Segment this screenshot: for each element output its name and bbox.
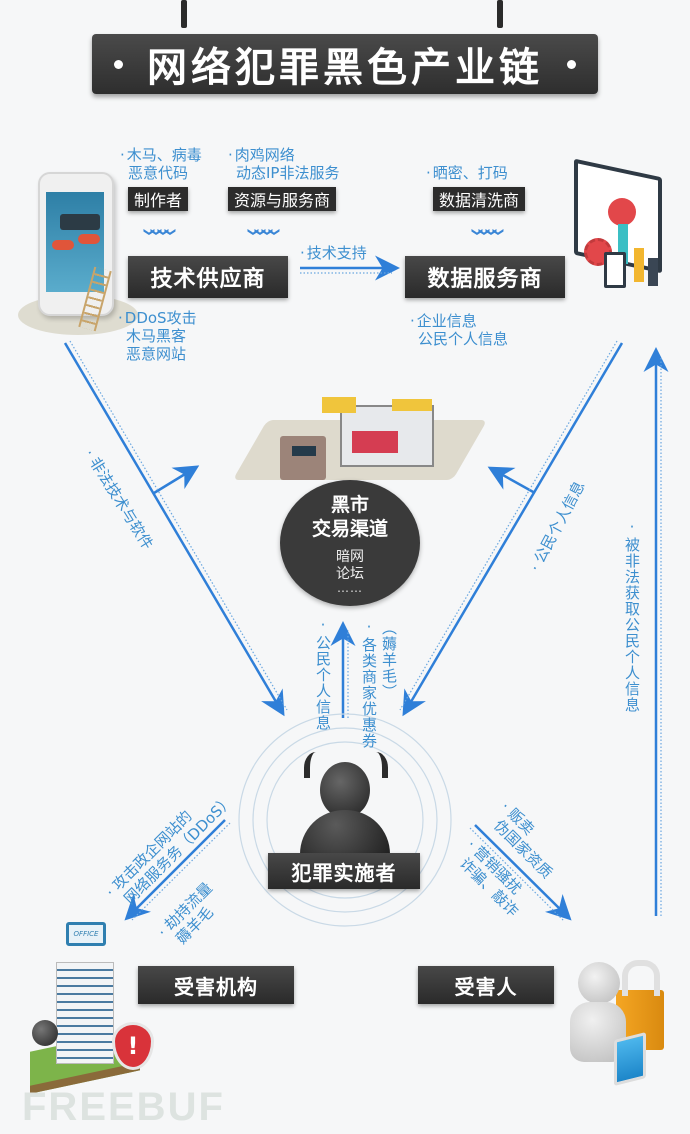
atm-machine-icon xyxy=(280,436,326,480)
cleaner-notes: 晒密、打码 xyxy=(426,164,508,182)
maker-notes: 木马、病毒 恶意代码 xyxy=(120,146,202,182)
tag-victim-person: 受害人 xyxy=(418,966,554,1004)
title-sign: 网络犯罪黑色产业链 xyxy=(92,34,598,94)
tag-data-service: 数据服务商 xyxy=(405,256,565,298)
edge-label-coupons-paren: （薅羊毛） xyxy=(380,620,398,700)
resource-notes: 肉鸡网络 动态IP非法服务 xyxy=(228,146,340,182)
bomb-icon xyxy=(32,1020,58,1046)
sad-person-icon xyxy=(570,962,632,1072)
tag-data-cleaner: 数据清洗商 xyxy=(433,187,526,211)
dashboard-icon xyxy=(574,158,662,288)
chevron-down-icon: ❯❯❯❯ xyxy=(471,227,505,237)
tag-tech-supplier: 技术供应商 xyxy=(128,256,288,298)
edge-label-coupons: ·各类商家优惠券 xyxy=(360,618,378,749)
data-service-notes: 企业信息 公民个人信息 xyxy=(410,312,508,348)
tag-resource-provider: 资源与服务商 xyxy=(228,187,337,211)
tag-criminal: 犯罪实施者 xyxy=(268,853,420,889)
edge-label-citizen-info-center: ·公民个人信息 xyxy=(314,616,332,731)
watermark: FREEBUF xyxy=(22,1085,225,1129)
warning-shield-icon: ! xyxy=(112,1022,154,1070)
tag-victim-org: 受害机构 xyxy=(138,966,294,1004)
conveyor-icon xyxy=(322,397,434,467)
sign-hook-right xyxy=(497,0,503,28)
bullet-icon xyxy=(567,60,576,69)
office-sign-icon: OFFICE xyxy=(66,922,106,946)
office-building-icon xyxy=(56,962,114,1064)
devil-avatar-icon xyxy=(300,752,390,862)
tablet-icon xyxy=(614,1032,646,1086)
black-market-bubble: 黑市 交易渠道 暗网 论坛 …… xyxy=(280,480,420,606)
chevron-down-icon: ❯❯❯❯ xyxy=(247,227,281,237)
tag-maker: 制作者 xyxy=(128,187,189,211)
tech-supplier-notes: DDoS攻击 木马黑客 恶意网站 xyxy=(118,309,197,363)
page-title: 网络犯罪黑色产业链 xyxy=(147,45,543,91)
edge-label-illegally-obtained: ·被非法获取公民个人信息 xyxy=(623,518,641,713)
chevron-down-icon: ❯❯❯❯ xyxy=(143,227,177,237)
bullet-icon xyxy=(114,60,123,69)
tech-support-label: 技术支持 xyxy=(300,244,367,262)
sign-hook-left xyxy=(181,0,187,28)
